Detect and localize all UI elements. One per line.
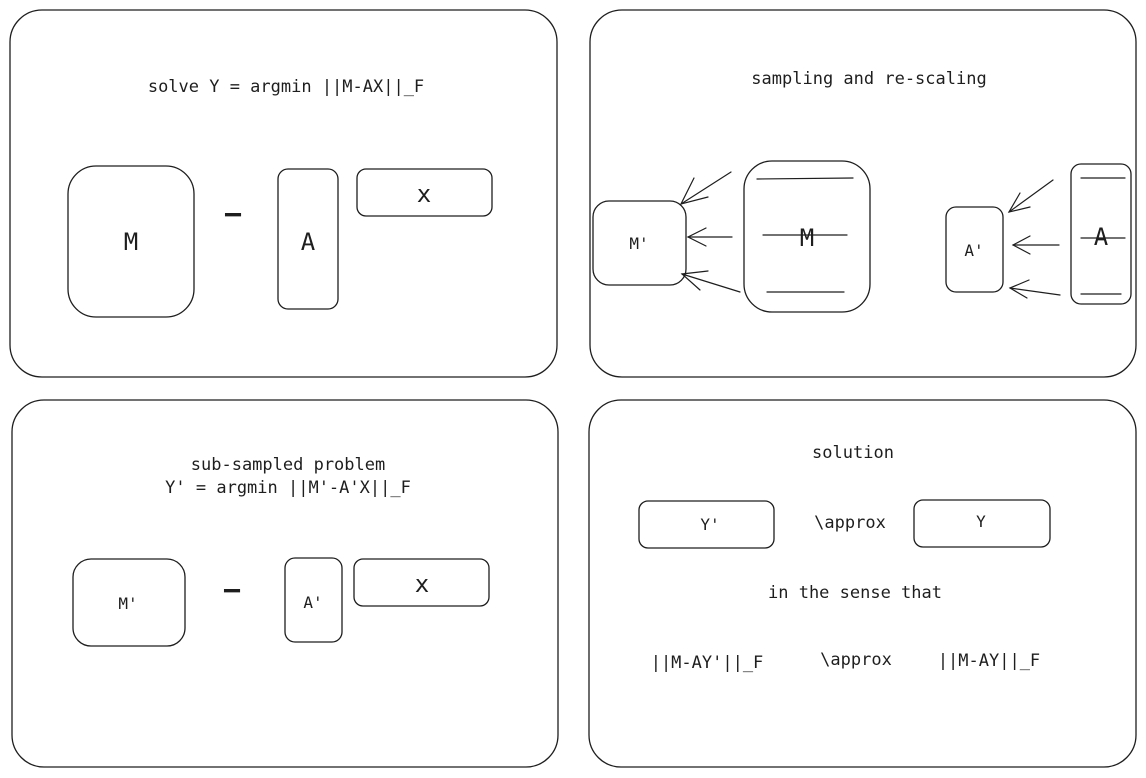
matrix-x-label: x — [415, 570, 429, 598]
y-prime-box — [638, 500, 775, 549]
minus-sign: − — [223, 573, 241, 608]
matrix-a-label: A — [1094, 223, 1109, 251]
panel-subsampled-title-line1: sub-sampled problem — [191, 455, 385, 475]
matrix-m-prime-label: M' — [118, 594, 137, 613]
sampled-rows-a — [1080, 177, 1126, 295]
panel-subsampled: sub-sampled problem Y' = argmin ||M'-A'X… — [11, 399, 559, 768]
panel-sampling: sampling and re-scaling M' M A' — [589, 9, 1137, 378]
sampling-arrows-m — [679, 171, 741, 293]
matrix-m-label: M — [124, 228, 138, 256]
matrix-a-prime-box — [284, 557, 343, 643]
matrix-a-prime-label: A' — [303, 593, 322, 612]
matrix-m-label: M — [800, 224, 814, 252]
matrix-m-box — [67, 165, 195, 318]
sampling-arrows-a — [1007, 179, 1061, 299]
panel-solve: solve Y = argmin ||M-AX||_F M − A x — [9, 9, 558, 378]
matrix-a-prime-label: A' — [964, 241, 983, 260]
norm-lhs: ||M-AY'||_F — [651, 653, 764, 673]
sampled-rows-m — [756, 177, 854, 293]
matrix-a-label: A — [301, 228, 316, 256]
matrix-x-box — [353, 558, 490, 607]
matrix-a-box — [277, 168, 339, 310]
y-label: Y — [976, 512, 986, 531]
matrix-m-prime-label: M' — [629, 234, 648, 253]
panel-solution-title: solution — [812, 443, 894, 463]
minus-sign: − — [224, 197, 242, 232]
approx-symbol-top: \approx — [814, 513, 886, 533]
y-prime-label: Y' — [700, 515, 719, 534]
matrix-m-prime-box — [592, 200, 687, 286]
y-box — [913, 499, 1051, 548]
in-the-sense-text: in the sense that — [768, 583, 942, 603]
matrix-x-box — [356, 168, 493, 217]
panel-sampling-title: sampling and re-scaling — [751, 69, 986, 89]
matrix-x-label: x — [417, 180, 431, 208]
norm-rhs: ||M-AY||_F — [938, 651, 1040, 671]
panel-subsampled-title-line2: Y' = argmin ||M'-A'X||_F — [165, 478, 411, 498]
matrix-m-prime-box — [72, 558, 186, 647]
matrix-a-prime-box — [945, 206, 1004, 293]
approx-symbol-bottom: \approx — [820, 650, 892, 670]
panel-solve-title: solve Y = argmin ||M-AX||_F — [148, 77, 424, 97]
matrix-a-box — [1070, 163, 1132, 305]
panel-solution-frame — [588, 399, 1137, 768]
panel-solution: solution Y' \approx Y in the sense that … — [588, 399, 1137, 768]
matrix-m-box — [743, 160, 871, 313]
